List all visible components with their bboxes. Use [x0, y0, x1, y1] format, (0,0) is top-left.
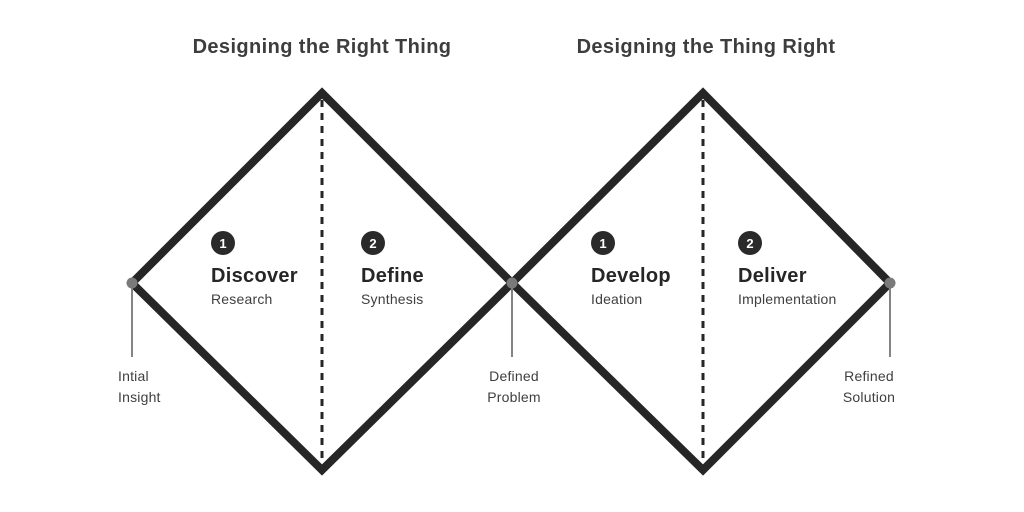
stage-number-badge: 2 — [738, 231, 762, 255]
milestone-refined-solution: Refined Solution — [843, 366, 895, 408]
initial-insight-dot — [126, 277, 138, 289]
stage-name: Develop — [591, 265, 671, 287]
stage-develop: 1 Develop Ideation — [591, 231, 671, 307]
stage-subtitle: Implementation — [738, 291, 837, 307]
left-section-title: Designing the Right Thing — [192, 36, 452, 58]
stage-name: Define — [361, 265, 424, 287]
milestone-label-line2: Problem — [487, 389, 541, 405]
stage-deliver: 2 Deliver Implementation — [738, 231, 837, 307]
stage-number-badge: 1 — [591, 231, 615, 255]
milestone-label-line2: Solution — [842, 389, 896, 405]
stage-name: Discover — [211, 265, 298, 287]
left-diamond-outline — [126, 87, 518, 476]
right-section-title: Designing the Thing Right — [576, 36, 836, 58]
stage-define: 2 Define Synthesis — [361, 231, 424, 307]
stage-name: Deliver — [738, 265, 807, 287]
stage-discover: 1 Discover Research — [211, 231, 298, 307]
right-diamond-outline — [506, 87, 896, 476]
milestone-label-line1: Intial — [118, 368, 149, 384]
stage-subtitle: Research — [211, 291, 273, 307]
defined-problem-dot — [506, 277, 518, 289]
refined-solution-dot — [884, 277, 896, 289]
milestone-label-line2: Insight — [118, 389, 161, 405]
milestone-label-line1: Refined — [844, 368, 894, 384]
milestone-label-line1: Defined — [489, 368, 539, 384]
stage-subtitle: Ideation — [591, 291, 643, 307]
stage-number-badge: 1 — [211, 231, 235, 255]
milestone-initial-insight: Intial Insight — [118, 366, 161, 408]
stage-subtitle: Synthesis — [361, 291, 424, 307]
milestone-defined-problem: Defined Problem — [487, 366, 541, 408]
stage-number-badge: 2 — [361, 231, 385, 255]
